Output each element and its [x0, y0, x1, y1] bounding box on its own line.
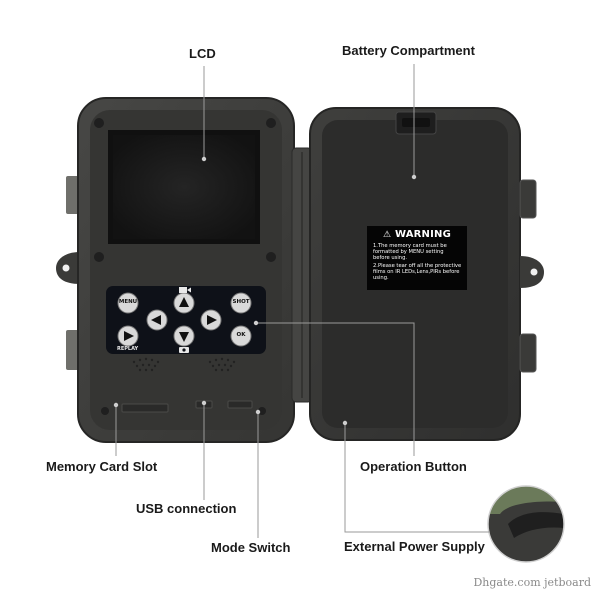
- keypad-panel: [106, 286, 266, 354]
- label-memory-card-slot: Memory Card Slot: [46, 459, 158, 474]
- right-strap-tab-top: [519, 179, 537, 219]
- screw-top-left: [94, 118, 104, 128]
- left-strap-tab-top: [66, 176, 80, 214]
- watermark: Dhgate.com jetboard: [473, 576, 591, 589]
- warning-line-2: formatted by MENU setting: [373, 249, 444, 255]
- label-external-power-supply: External Power Supply: [344, 539, 485, 554]
- lcd-screen: [113, 135, 255, 239]
- left-strap-tab-bottom: [66, 330, 80, 370]
- ok-button-label: OK: [236, 332, 246, 338]
- speaker-grill-left: [132, 357, 160, 372]
- screw-mid-right: [266, 252, 276, 262]
- warning-line-4: 2.Please tear off all the protective: [373, 263, 462, 269]
- menu-button[interactable]: [117, 292, 139, 314]
- shot-button-label: SHOT: [232, 299, 250, 305]
- photo-camera-icon: [179, 347, 189, 353]
- label-lcd: LCD: [189, 46, 216, 61]
- ok-button[interactable]: [230, 325, 252, 347]
- callout-lines: [115, 64, 490, 538]
- warning-label: ⚠ WARNING 1.The memory card must be form…: [367, 226, 467, 290]
- replay-label: REPLAY: [117, 346, 139, 352]
- video-camera-icon: [179, 287, 191, 293]
- warning-line-3: before using.: [373, 255, 408, 261]
- warning-icon: ⚠: [382, 230, 392, 240]
- warning-line-6: using.: [373, 275, 389, 281]
- warning-title-text: WARNING: [394, 229, 452, 240]
- port-screw-left: [101, 407, 109, 415]
- left-mount-hole: [62, 264, 70, 272]
- warning-line-1: 1.The memory card must be: [373, 243, 447, 249]
- mode-switch[interactable]: [227, 400, 253, 409]
- arrow-left-icon: [151, 315, 161, 325]
- memory-card-slot[interactable]: [121, 403, 169, 413]
- right-strap-tab-bottom: [519, 333, 537, 373]
- port-screw-right: [258, 407, 266, 415]
- screw-top-right: [266, 118, 276, 128]
- warning-line-5: films on IR LEDs,Lens,PIRs before: [373, 269, 460, 275]
- play-icon: [124, 331, 134, 341]
- arrow-right-icon: [207, 315, 217, 325]
- label-operation-button: Operation Button: [360, 459, 467, 474]
- menu-button-label: MENU: [118, 299, 138, 305]
- callout-dots: [113, 156, 417, 426]
- label-usb-connection: USB connection: [136, 501, 237, 516]
- external-power-inset: [487, 485, 565, 563]
- right-mount-hole: [530, 268, 538, 276]
- shot-button[interactable]: [230, 292, 252, 314]
- arrow-down-icon: [179, 332, 189, 342]
- label-mode-switch: Mode Switch: [211, 540, 291, 555]
- speaker-grill-right: [208, 357, 236, 372]
- label-battery-compartment: Battery Compartment: [342, 43, 475, 58]
- arrow-up-icon: [179, 297, 189, 307]
- warning-title: ⚠ WARNING: [367, 229, 467, 240]
- screw-mid-left: [94, 252, 104, 262]
